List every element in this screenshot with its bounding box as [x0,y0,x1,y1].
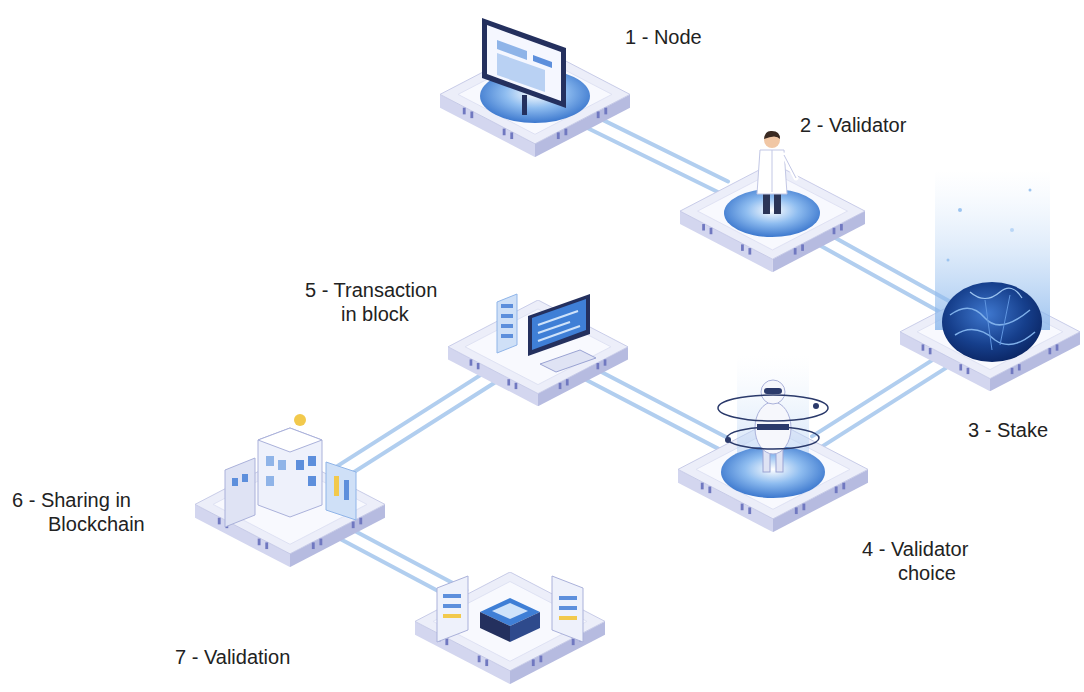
connector [580,364,729,451]
step-label: 2 - Validator [800,113,906,137]
connector-rail [821,230,950,302]
connector-rail [587,112,728,181]
connector-rail [337,378,502,483]
connector-rail [581,125,722,194]
stage-tile: 5 - Transaction in block [448,300,628,406]
connector-rail [812,352,946,437]
connector-rail [329,367,494,472]
connector [329,367,501,484]
stage-tile: 7 - Validation [415,572,605,684]
connector [814,230,950,314]
stage-tile: 1 - Node [440,45,630,157]
connector-rail [586,364,729,438]
stage-tile: 6 - Sharing in Blockchain [195,455,385,567]
connector-rail [820,363,954,448]
connector-rail [814,242,943,314]
stage-tile: 2 - Validator [680,163,865,272]
connector-rail [340,523,466,590]
step-label: 3 - Stake [968,418,1048,442]
connector-rail [580,376,723,450]
stage-tile: 4 - Validator choice [678,420,868,532]
step-label: 6 - Sharing in Blockchain [12,488,162,536]
connector [812,352,953,449]
step-label: 7 - Validation [175,645,290,669]
stage-tile: 3 - Stake [900,285,1080,391]
connector [581,112,728,194]
step-label: 1 - Node [625,25,702,49]
step-label: 5 - Transaction in block [305,278,450,326]
step-label: 4 - Validator choice [862,537,1002,585]
